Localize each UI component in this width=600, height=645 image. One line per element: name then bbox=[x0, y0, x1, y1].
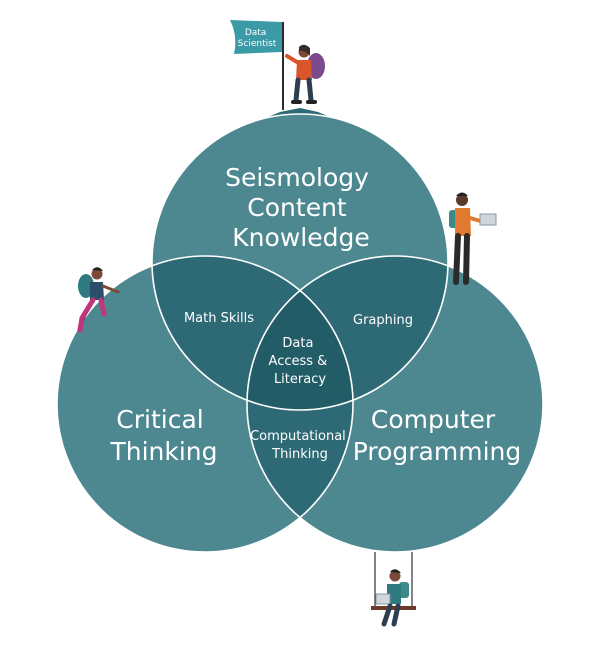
climber-person bbox=[77, 267, 120, 333]
top-circle-label: Seismology Content Knowledge bbox=[225, 163, 377, 252]
graphing-label: Graphing bbox=[353, 313, 413, 328]
flag-text: Data Scientist bbox=[238, 28, 277, 49]
data-access-literacy-label: Data Access & Literacy bbox=[269, 336, 332, 387]
swing-person bbox=[371, 552, 416, 627]
laptop-person bbox=[449, 192, 497, 285]
computational-thinking-label: Computational Thinking bbox=[250, 429, 350, 462]
left-circle-label: Critical Thinking bbox=[109, 405, 217, 466]
math-skills-label: Math Skills bbox=[184, 311, 254, 326]
circle-outlines bbox=[56, 113, 544, 553]
data-scientist-flag bbox=[230, 20, 282, 54]
summit-person: Data Scientist bbox=[230, 20, 325, 110]
overlap-center bbox=[247, 256, 353, 410]
right-circle-label: Computer Programming bbox=[353, 405, 522, 466]
